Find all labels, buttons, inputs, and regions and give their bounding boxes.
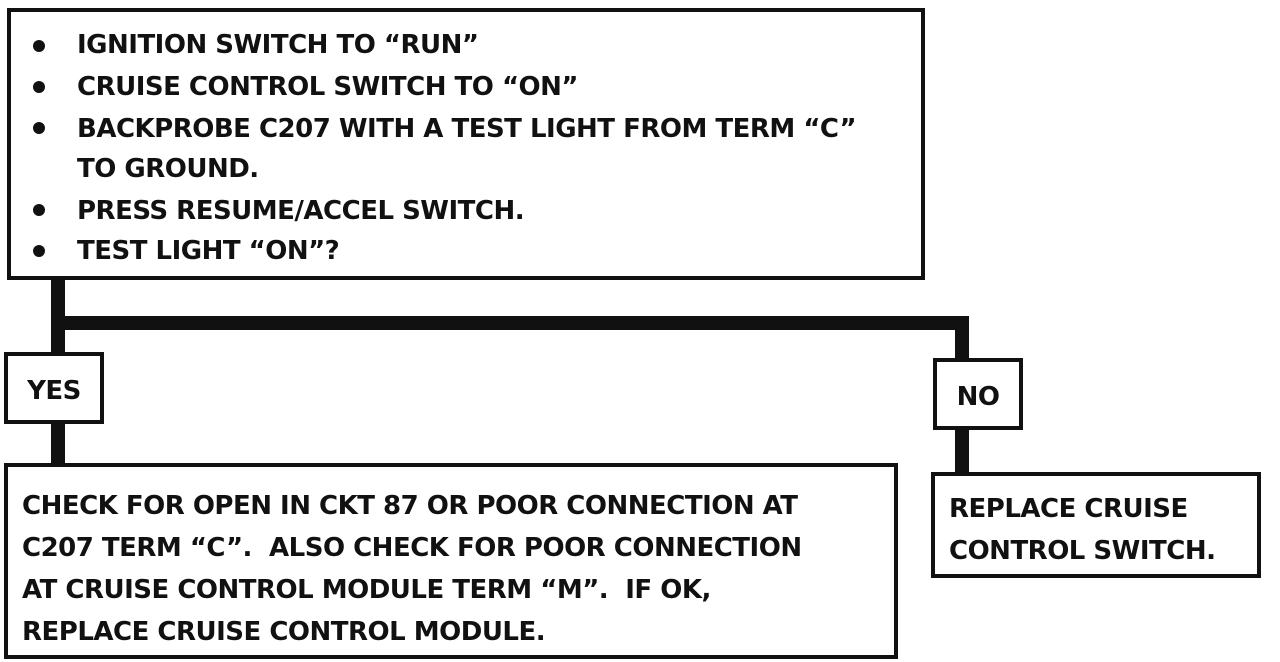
yes-label: YES — [27, 376, 81, 406]
bullet-icon — [33, 40, 45, 52]
yes-action-line: CHECK FOR OPEN IN CKT 87 OR POOR CONNECT… — [22, 491, 798, 521]
yes-branch-box: YES — [4, 352, 104, 424]
bullet-icon — [33, 245, 45, 257]
yes-action-line: REPLACE CRUISE CONTROL MODULE. — [22, 617, 546, 647]
connector-horizontal — [51, 316, 969, 330]
step-backprobe-cont: TO GROUND. — [77, 154, 259, 184]
step-ignition: IGNITION SWITCH TO “RUN” — [77, 30, 479, 60]
connector-no-down — [955, 428, 969, 474]
no-action-line: REPLACE CRUISE — [949, 494, 1188, 524]
yes-action-line: C207 TERM “C”. ALSO CHECK FOR POOR CONNE… — [22, 533, 802, 563]
yes-action-line: AT CRUISE CONTROL MODULE TERM “M”. IF OK… — [22, 575, 711, 605]
no-action-line: CONTROL SWITCH. — [949, 536, 1216, 566]
bullet-icon — [33, 204, 45, 216]
no-action-box: REPLACE CRUISE CONTROL SWITCH. — [931, 472, 1261, 578]
no-label: NO — [956, 382, 1000, 412]
yes-action-box: CHECK FOR OPEN IN CKT 87 OR POOR CONNECT… — [4, 463, 898, 659]
step-test-light-question: TEST LIGHT “ON”? — [77, 236, 340, 266]
connector-yes-down — [51, 422, 65, 465]
question-box: IGNITION SWITCH TO “RUN” CRUISE CONTROL … — [7, 8, 925, 280]
step-press-resume: PRESS RESUME/ACCEL SWITCH. — [77, 196, 525, 226]
no-branch-box: NO — [933, 358, 1023, 430]
bullet-icon — [33, 81, 45, 93]
connector-no-drop — [955, 316, 969, 360]
step-cruise-switch: CRUISE CONTROL SWITCH TO “ON” — [77, 72, 578, 102]
bullet-icon — [33, 122, 45, 134]
step-backprobe: BACKPROBE C207 WITH A TEST LIGHT FROM TE… — [77, 114, 857, 144]
